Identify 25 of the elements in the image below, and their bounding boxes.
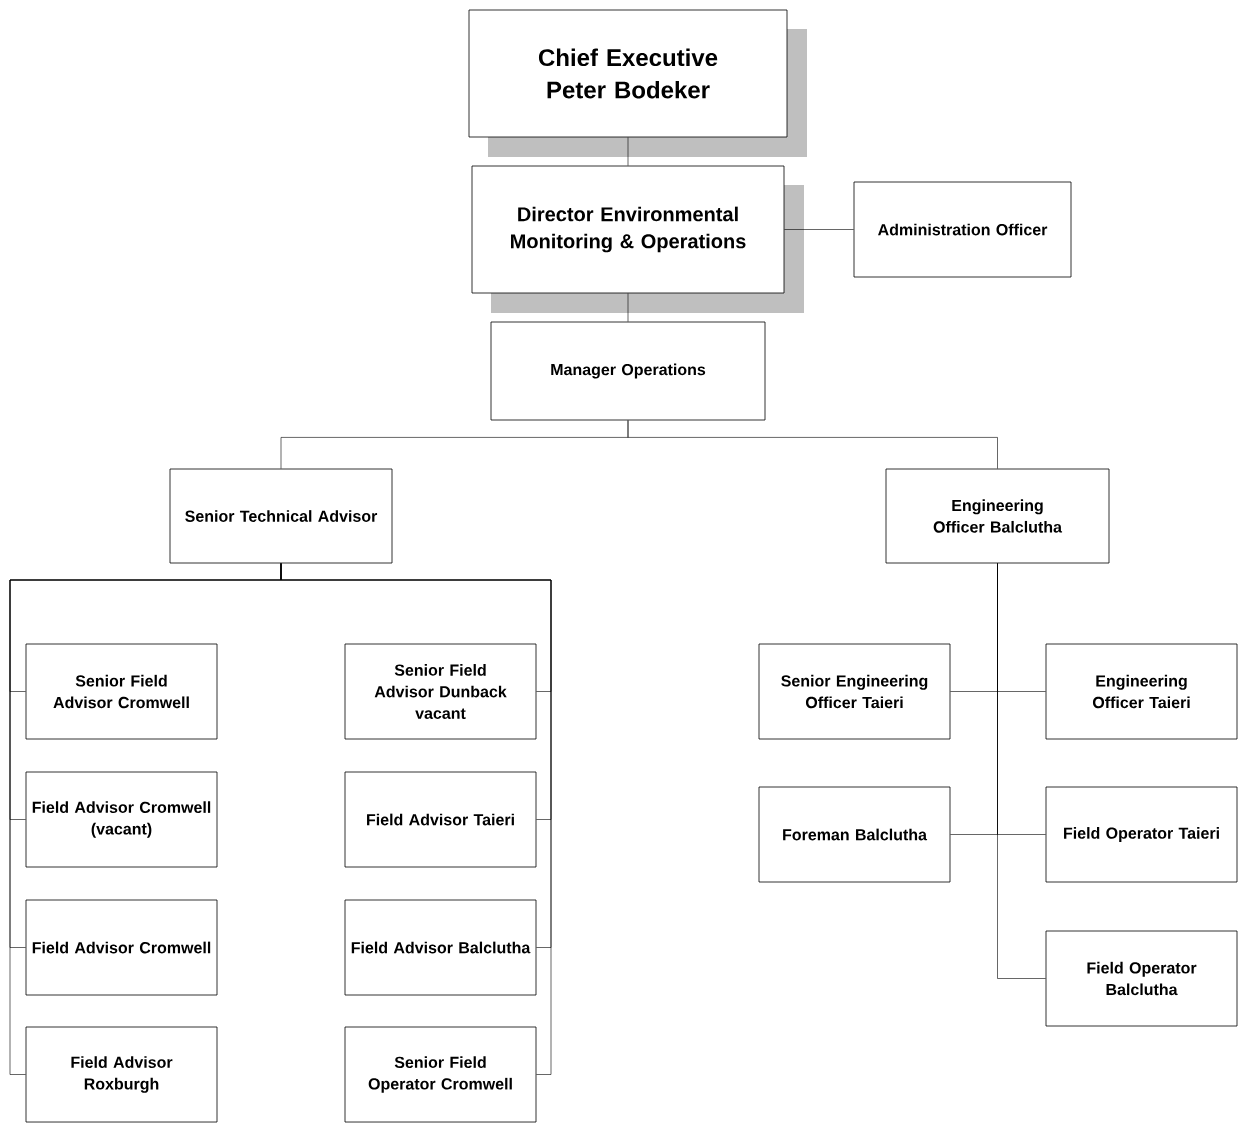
role-box: Senior Field Advisor Dunback vacant: [344, 643, 537, 740]
connector-line: [627, 293, 629, 322]
connector-line: [997, 563, 1046, 979]
connector-line: [280, 563, 552, 1075]
role-box: Senior Engineering Officer Taieri: [758, 643, 951, 740]
role-box: Chief Executive Peter Bodeker: [468, 9, 807, 157]
connector-line: [627, 137, 629, 166]
role-box: Administration Officer: [853, 181, 1072, 278]
role-box: Field Advisor Cromwell: [25, 899, 218, 996]
role-box: Foreman Balclutha: [758, 786, 951, 883]
role-box: Field Operator Balclutha: [1045, 930, 1238, 1027]
role-box: Director Environmental Monitoring & Operations: [471, 165, 804, 313]
role-box: Field Advisor Balclutha: [344, 899, 537, 996]
role-box: Field Advisor Roxburgh: [25, 1026, 218, 1123]
role-box: Manager Operations: [490, 321, 766, 421]
role-box: Engineering Officer Taieri: [1045, 643, 1238, 740]
role-box: Engineering Officer Balclutha: [885, 468, 1110, 564]
role-box: Senior Field Advisor Cromwell: [25, 643, 218, 740]
connector-line: [627, 420, 998, 469]
role-box: Field Advisor Taieri: [344, 771, 537, 868]
role-box: Field Advisor Cromwell (vacant): [25, 771, 218, 868]
role-box: Senior Field Operator Cromwell: [344, 1026, 537, 1123]
connector-line: [784, 229, 854, 230]
role-box: Field Operator Taieri: [1045, 786, 1238, 883]
role-box: Senior Technical Advisor: [169, 468, 393, 564]
